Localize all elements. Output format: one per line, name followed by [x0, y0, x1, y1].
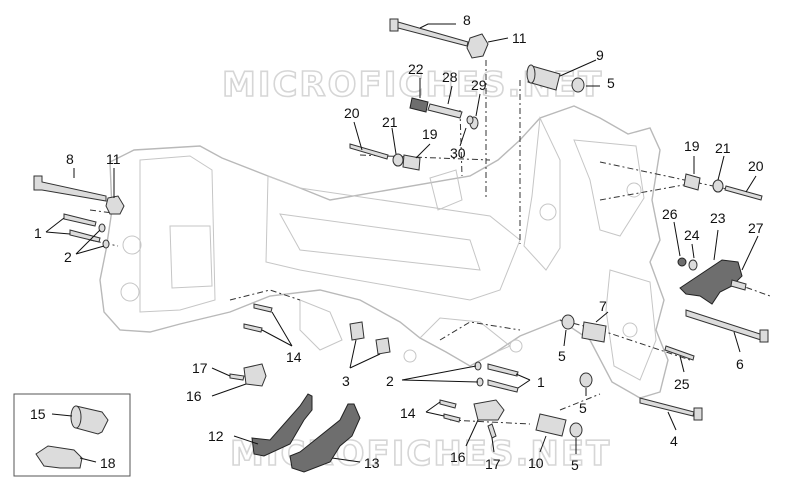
- callout-11-left: 11: [106, 151, 121, 167]
- callout-8-left: 8: [66, 151, 74, 167]
- callout-14-center: 14: [400, 405, 416, 421]
- callout-5-bottom: 5: [571, 457, 579, 473]
- bracket-16-center: [473, 399, 505, 421]
- callout-11-top: 11: [512, 30, 527, 46]
- callout-22: 22: [408, 61, 424, 77]
- callout-7: 7: [599, 298, 607, 314]
- callout-21-right: 21: [715, 140, 731, 156]
- washer-5-mid: [561, 314, 575, 330]
- callout-21-left: 21: [382, 114, 398, 130]
- inset-box: [13, 393, 131, 477]
- callout-15: 15: [30, 406, 46, 422]
- washer-30: [466, 115, 474, 125]
- callout-labels: 8 11 9 5 22 28 29 20 21 19 30 8 11 1 2 1…: [30, 12, 764, 473]
- frame-outline: [99, 105, 669, 399]
- callout-13: 13: [364, 455, 380, 471]
- bushing-9: [526, 64, 561, 91]
- bolt-4-head: [693, 407, 703, 421]
- callout-18: 18: [100, 455, 116, 471]
- washer-26: [677, 257, 687, 267]
- screw-14b: [443, 413, 461, 423]
- leader-lines: [45, 23, 759, 463]
- bushing-10: [535, 413, 567, 437]
- callout-6: 6: [736, 356, 744, 372]
- washer-2b-left: [102, 239, 110, 249]
- callout-2-left: 2: [64, 249, 72, 265]
- bush-3b: [375, 337, 391, 355]
- callout-26: 26: [662, 206, 678, 222]
- callout-27: 27: [748, 220, 764, 236]
- callout-30: 30: [450, 145, 466, 161]
- screw-14-lower-left: [243, 323, 263, 333]
- callout-5-top: 5: [607, 75, 615, 91]
- nut-11-top: [466, 33, 489, 59]
- washer-5-top: [571, 77, 585, 93]
- pad-23: [679, 259, 743, 305]
- screw-20-right: [724, 185, 763, 201]
- callout-29: 29: [471, 77, 487, 93]
- bush-19-right: [683, 173, 701, 191]
- bolt-8-top: [389, 18, 469, 47]
- callout-5-low: 5: [579, 400, 587, 416]
- screw-14-upper-left: [253, 303, 273, 313]
- callout-24: 24: [684, 227, 700, 243]
- callout-16-left: 16: [186, 388, 202, 404]
- washer-5-bottom: [569, 422, 583, 438]
- callout-8-top: 8: [463, 12, 471, 28]
- callout-20-right: 20: [748, 158, 764, 174]
- pin-28: [427, 103, 463, 119]
- bolt-1b-left: [69, 229, 101, 243]
- callout-19-right: 19: [684, 138, 700, 154]
- callout-2-center: 2: [386, 373, 394, 389]
- screw-17-left: [229, 373, 245, 381]
- adjuster-22: [409, 97, 429, 113]
- nut-11-left: [105, 195, 125, 215]
- pin-27: [730, 279, 747, 291]
- bracket-16-left: [243, 363, 267, 387]
- bush-19-left: [402, 154, 421, 171]
- bolt-6-head: [759, 329, 769, 343]
- bolt-1a-center: [487, 363, 519, 377]
- callout-4: 4: [670, 433, 678, 449]
- callout-17-center: 17: [485, 456, 501, 472]
- screw-14a: [439, 399, 457, 409]
- callout-12: 12: [208, 428, 224, 444]
- washer-24: [688, 259, 698, 271]
- callout-16-center: 16: [450, 449, 466, 465]
- pin-25: [664, 345, 695, 361]
- bolt-8-left: [33, 175, 107, 202]
- callout-25: 25: [674, 376, 690, 392]
- callout-9: 9: [596, 47, 604, 63]
- washer-21-left: [392, 153, 404, 167]
- callout-14-left: 14: [286, 349, 302, 365]
- bolt-4: [639, 397, 695, 417]
- callout-1-left: 1: [34, 225, 42, 241]
- callout-10: 10: [528, 455, 544, 471]
- callout-19-left: 19: [422, 126, 438, 142]
- washer-21-right: [712, 179, 724, 193]
- callout-28: 28: [442, 69, 458, 85]
- callout-1-center: 1: [537, 374, 545, 390]
- bush-3a: [349, 321, 365, 341]
- washer-5-low: [579, 372, 593, 388]
- clip-nut-18: [35, 445, 83, 469]
- plate-12: [251, 393, 313, 457]
- bolt-6: [685, 309, 762, 341]
- washer-2a-left: [98, 223, 106, 233]
- callout-17-left: 17: [192, 360, 208, 376]
- callout-3: 3: [342, 373, 350, 389]
- bolt-1a-left: [63, 213, 97, 227]
- callout-23: 23: [710, 210, 726, 226]
- callout-20-left: 20: [344, 105, 360, 121]
- plate-13: [289, 403, 361, 473]
- callout-5-mid: 5: [558, 348, 566, 364]
- bush-7: [581, 321, 607, 343]
- bushing-15-end: [70, 405, 82, 429]
- parts: [33, 18, 769, 473]
- bolt-1b-center: [487, 379, 519, 393]
- screw-20-left: [349, 143, 389, 160]
